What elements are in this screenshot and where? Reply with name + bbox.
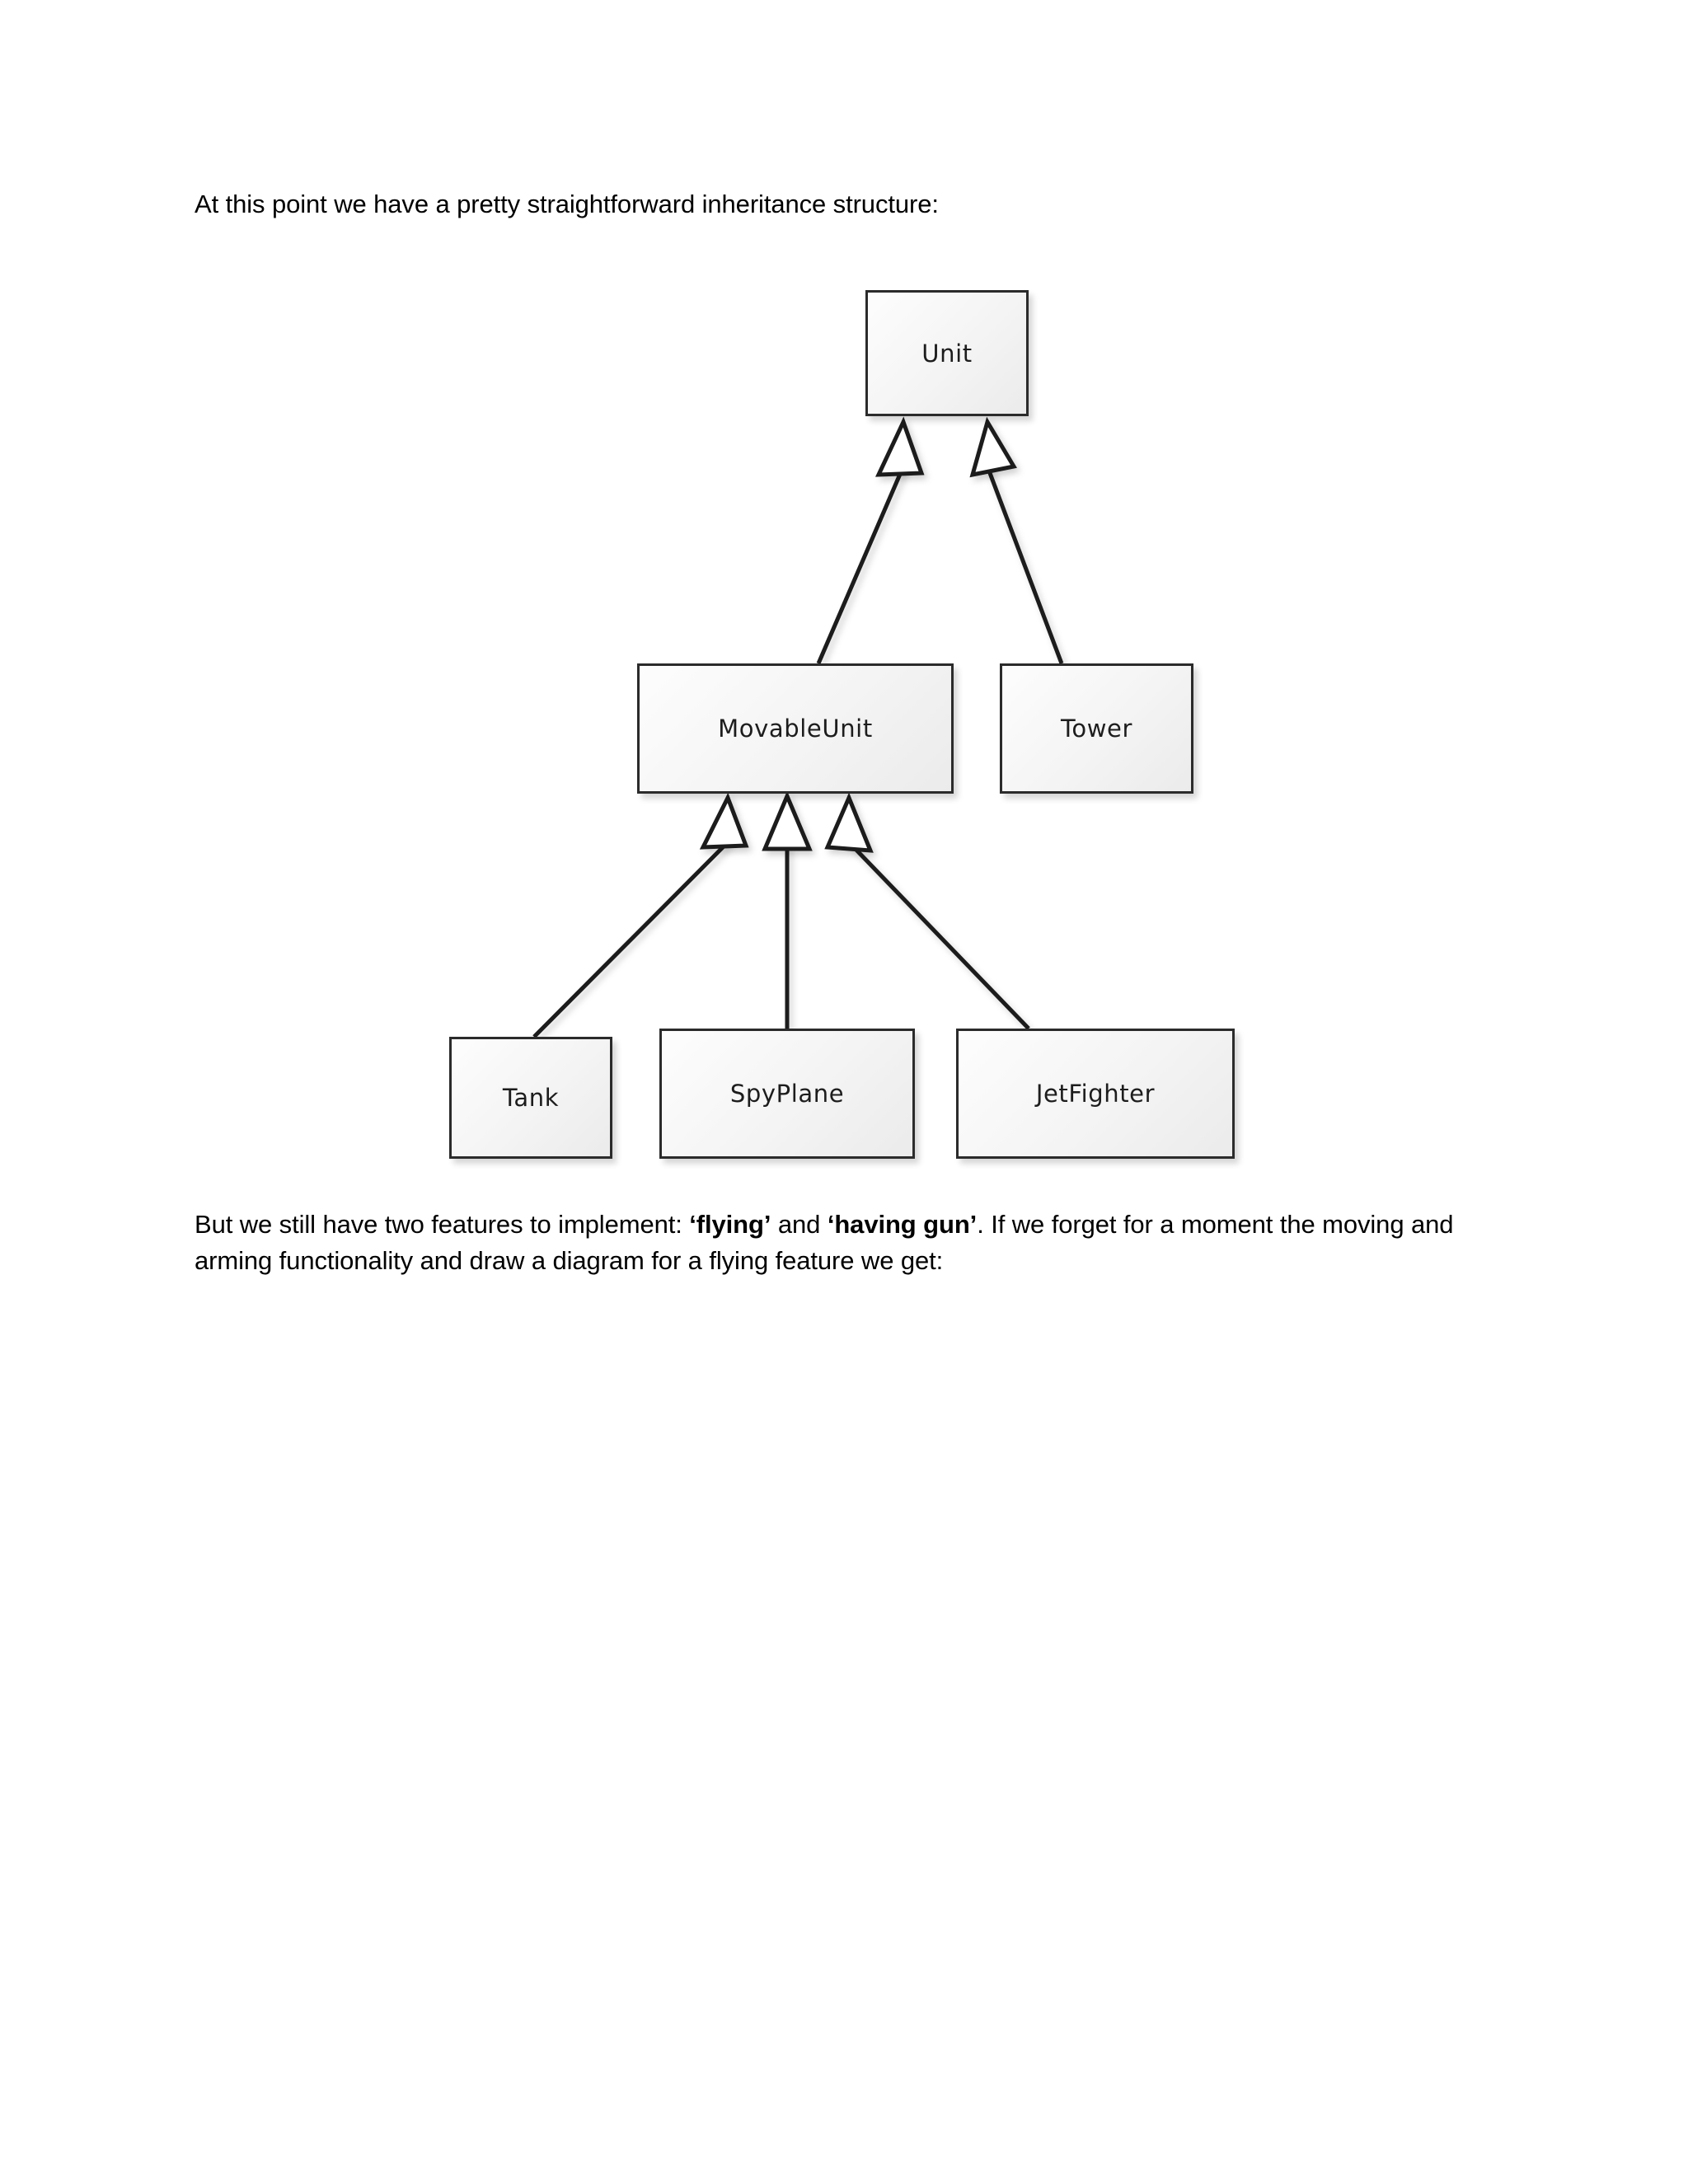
- arrowhead-spyplane-movableunit: [762, 790, 813, 851]
- outro-paragraph: But we still have two features to implem…: [195, 1207, 1513, 1279]
- outro-text-part3: . If we forget for a moment the moving a…: [195, 1210, 1461, 1275]
- outro-bold-flying: ‘flying’: [689, 1210, 771, 1239]
- uml-node-tower-label: Tower: [1060, 715, 1132, 743]
- outro-text-part2: and: [771, 1210, 828, 1239]
- arrowhead-tank-movableunit: [699, 792, 749, 850]
- uml-node-spyplane-label: SpyPlane: [729, 1080, 845, 1108]
- edge-jetfighter-movableunit: [847, 841, 1030, 1030]
- uml-node-spyplane[interactable]: SpyPlane: [659, 1029, 915, 1159]
- arrowhead-jetfighter-movableunit: [824, 792, 874, 853]
- uml-node-tank-label: Tank: [502, 1084, 560, 1112]
- edge-tank-movableunit: [532, 841, 729, 1038]
- intro-paragraph: At this point we have a pretty straightf…: [195, 190, 939, 218]
- arrowhead-movableunit-unit: [874, 416, 925, 477]
- uml-node-tower[interactable]: Tower: [1000, 663, 1193, 794]
- uml-node-tank[interactable]: Tank: [449, 1037, 612, 1159]
- outro-bold-having-gun: ‘having gun’: [827, 1210, 978, 1239]
- uml-node-unit-label: Unit: [921, 339, 973, 368]
- uml-node-unit[interactable]: Unit: [865, 290, 1029, 416]
- uml-node-movableunit-label: MovableUnit: [718, 715, 873, 743]
- edge-movableunit-unit: [816, 466, 906, 664]
- arrowhead-tower-unit: [969, 416, 1017, 478]
- outro-text-part1: But we still have two features to implem…: [195, 1210, 690, 1239]
- uml-node-movableunit[interactable]: MovableUnit: [637, 663, 954, 794]
- uml-node-jetfighter-label: JetFighter: [1035, 1080, 1156, 1108]
- edge-tower-unit: [985, 466, 1064, 664]
- uml-node-jetfighter[interactable]: JetFighter: [956, 1029, 1235, 1159]
